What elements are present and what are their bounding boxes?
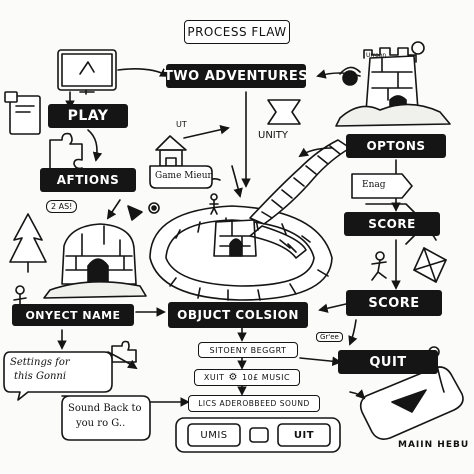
note-engg: Enag [362,180,386,190]
sound-speech-bubble [61,395,151,441]
arrow-score-to-collision [318,303,347,313]
triangle-marker-icon [127,205,143,221]
monitor-icon [57,49,117,95]
node-optons[interactable]: OPTONS [346,134,446,158]
note-unity: UNITY [258,130,288,141]
arrow-monitor-to-adventures [117,68,170,77]
node-score-bottom[interactable]: SCORE [346,290,442,316]
person-figure-icon [13,285,27,317]
pc-tower-icon [4,91,41,135]
node-quit[interactable]: QUIT [338,350,438,374]
note-main-menu: MAIIN HEBU [398,440,470,450]
gear-icon [148,202,160,214]
arrow-play-down [87,129,103,162]
stone-tower-icon [335,41,451,127]
node-sitoeny-beggrt[interactable]: SITOENY BEGGRT [198,342,298,358]
node-two-adventures[interactable]: TWO ADVENTURES [164,64,308,88]
arrow-aftions-hut [106,199,121,220]
flag-shape-icon [267,99,301,125]
note-sound-line2: you ro G.. [76,418,126,429]
arrow-settings-right [107,351,138,370]
music-label: 10£ MUSIC [241,373,291,382]
node-onyect-name[interactable]: ONYECT NAME [12,304,134,326]
arrow-to-quit [299,356,342,367]
small-walker-icon [209,193,219,215]
pavilion-icon [155,135,187,167]
arrow-game-menu-down [231,165,243,198]
note-settings-line1: Settings for [10,357,70,368]
note-game-mieur: Game Mieur [155,171,212,181]
game-menu-bubble [149,165,213,189]
music-gear-icon: ⚙ [228,372,238,383]
pine-tree-icon [9,213,47,273]
note-settings-line2: this Gonni [14,371,67,382]
engg-tag-shape [351,173,413,199]
arrow-tower-to-adventures [316,69,361,79]
stone-hut-icon [43,223,147,299]
note-sound-line1: Sound Back to [68,403,142,414]
running-figure-icon [371,251,387,281]
node-xuit-music[interactable]: XUIT ⚙ 10£ MUSIC [194,369,300,386]
node-lics-sound[interactable]: LICS ADEROBBEED SOUND [188,395,320,412]
node-score-top[interactable]: SCORE [344,212,440,236]
node-play[interactable]: PLAY [48,104,128,128]
controller-button-uit[interactable]: UIT [293,429,315,441]
settings-speech-bubble [3,351,113,401]
note-2as: 2 AS! [46,200,78,213]
diagram-title: PROCESS FLAW [184,20,290,44]
node-aftions[interactable]: AFTIONS [40,168,136,192]
note-grel: Gr'ee [316,332,343,342]
puzzle-small-icon [111,340,137,363]
arrow-pavilion-right [183,124,230,139]
controller-button-umis[interactable]: UMIS [200,429,228,441]
node-objuct-colsion[interactable]: OBJUCT COLSION [168,302,308,328]
device-icon [359,366,464,440]
gear-core-icon [151,205,157,211]
winding-staircase-icon [149,139,351,301]
xuit-label: XUIT [203,373,225,382]
arrow-score-quit [348,319,358,346]
note-urroon: Urroon [366,52,387,59]
arrow-to-device [349,389,366,400]
arrow-optons-left [298,147,333,158]
note-ut: UT [176,120,187,129]
gamepad-icon [175,417,341,453]
